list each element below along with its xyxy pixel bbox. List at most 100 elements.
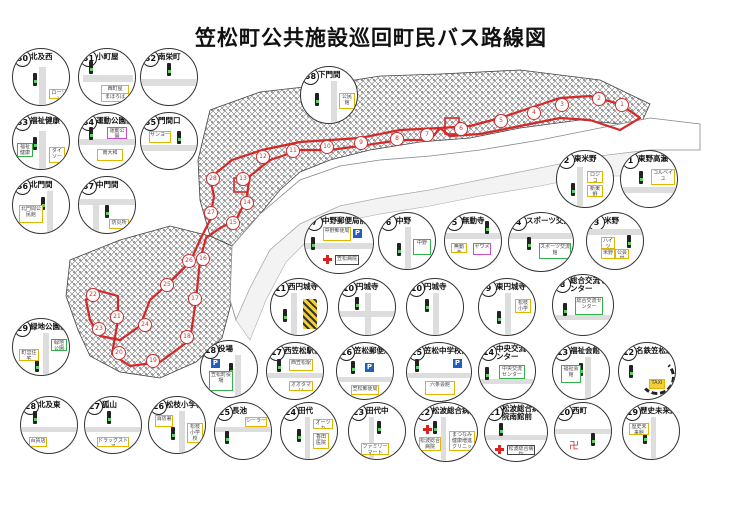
building-label: シーラー <box>245 417 267 427</box>
bus-stop-sign-icon <box>571 183 575 196</box>
route-marker: 26 <box>182 254 196 268</box>
bus-stop-sign-icon <box>497 311 501 324</box>
parking-icon: P <box>365 363 374 372</box>
building-label: ロジコ <box>587 171 603 183</box>
building-label: ローソン <box>49 89 69 99</box>
stop-name: 無動寺 <box>462 216 485 225</box>
stop-number: 36 <box>14 178 31 195</box>
building-label: 緑地公園 <box>51 339 67 351</box>
stop-name: 東円城寺 <box>496 282 526 291</box>
bus-stop-sign-icon <box>377 421 381 434</box>
bus-stop-sign-icon <box>89 61 93 74</box>
route-marker: 24 <box>138 318 152 332</box>
building-label: オーツカ <box>313 419 333 429</box>
stop-number: 28 <box>22 398 39 415</box>
stop-number: 21 <box>486 404 503 421</box>
building-label: まほろば <box>101 93 129 102</box>
stop-number: 13 <box>554 344 571 361</box>
stop-name: 福祉健康センター <box>30 116 69 125</box>
route-marker: 15 <box>226 216 240 230</box>
stop-name: 米野 <box>604 216 619 225</box>
route-marker: 13 <box>236 172 250 186</box>
stop-name: 下門間 <box>318 70 341 79</box>
stop-number: 8 <box>554 276 571 293</box>
bus-stop-sign-icon <box>33 73 37 86</box>
bus-stop-sign-icon <box>225 431 229 444</box>
route-marker: 1 <box>615 98 629 112</box>
building-label: 香田医院 <box>313 433 329 449</box>
building-label: 米野 <box>601 249 615 259</box>
building-label: 松枝小学校 <box>515 299 531 313</box>
bus-stop-sign-icon <box>639 171 643 184</box>
bus-stop-sign-icon <box>643 431 647 444</box>
stop-name: スポーツ交流館前 <box>526 216 573 225</box>
stop-19: 19 歴史未来館前 歴史未来館 <box>622 402 680 460</box>
stop-name: 名鉄笠松駅前 <box>636 346 675 355</box>
building-label: 笠松町役場 <box>209 371 233 391</box>
stop-14: 14 中央交流センター 中央交流センター <box>478 342 536 400</box>
stop-number: 32 <box>142 50 159 67</box>
bus-stop-sign-icon <box>397 243 401 256</box>
route-marker: 10 <box>320 140 334 154</box>
bus-stop-sign-icon <box>629 365 633 378</box>
stop-name: 円城寺 <box>356 282 379 291</box>
route-marker: 27 <box>204 206 218 220</box>
bus-stop-sign-icon <box>35 359 39 372</box>
bus-stop-sign-icon <box>627 235 631 248</box>
building-label: 総合交流センター <box>575 297 603 315</box>
route-marker: 2 <box>592 92 606 106</box>
stop-name: 役場 <box>218 344 233 353</box>
route-marker: 19 <box>146 354 160 368</box>
bus-stop-sign-icon <box>315 93 319 106</box>
building-label: 百貨店 <box>29 437 47 447</box>
building-label: スポーツ交流館 <box>539 243 571 259</box>
stop-number: 1 <box>622 152 639 169</box>
route-marker: 4 <box>527 106 541 120</box>
stop-number: 34 <box>80 114 97 131</box>
stop-name: 門間口 <box>158 116 181 125</box>
stop-name: 長池 <box>232 406 247 415</box>
bus-stop-sign-icon <box>297 429 301 442</box>
building-label: ハイツ <box>601 237 615 249</box>
stop-25: 25 長池 シーラー <box>214 402 272 460</box>
stop-name: 歴史未来館前 <box>640 406 679 415</box>
stop-number: 4 <box>510 214 527 231</box>
stop-17: 17 西笠松駅前 西笠松駅 オオタマリ <box>266 342 324 400</box>
stop-name: 円城寺 <box>424 282 447 291</box>
bus-stop-sign-icon <box>499 423 503 436</box>
stop-36: 36 北門間 北門間公民館 <box>12 176 70 234</box>
stop-26: 26 松枝小学校前 消防署 松枝小学校 <box>148 396 206 454</box>
stop-number: 23 <box>350 404 367 421</box>
stop-34: 34 運動公園前 運動公園 南大和 <box>78 112 136 170</box>
stop-number: 6 <box>380 214 397 231</box>
stop-name: 田代 <box>298 406 313 415</box>
parking-icon: P <box>453 359 462 368</box>
building-label: まつなみ健康増進クリニック <box>449 431 475 451</box>
bus-stop-sign-icon <box>485 367 489 380</box>
stop-12: 12 名鉄笠松駅前 TAXI <box>618 342 676 400</box>
stop-22: 22 松波総合病院前 松波総合病院 まつなみ健康増進クリニック <box>414 402 478 462</box>
route-marker: 22 <box>86 288 100 302</box>
bus-stop-sign-icon <box>425 299 429 312</box>
building-label: オオタマリ <box>289 381 313 391</box>
stop-number: 30 <box>14 50 31 67</box>
building-label: ファミリーマート <box>361 443 389 455</box>
stop-number: 12 <box>620 344 637 361</box>
building-label: 無動寺 <box>451 243 467 253</box>
stop-number: 18 <box>202 342 219 359</box>
building-label: ドラッグストア <box>97 437 129 447</box>
stop-number: 17 <box>268 344 285 361</box>
stop-number: 19 <box>624 404 641 421</box>
route-marker: 5 <box>494 114 508 128</box>
building-label: 北門間公民館 <box>19 205 43 223</box>
stop-name: 南栄町 <box>158 52 181 61</box>
route-marker: 25 <box>160 278 174 292</box>
building-label: ダイソー <box>49 147 65 163</box>
stop-number: 9 <box>480 280 497 297</box>
route-marker: 9 <box>354 136 368 150</box>
route-marker: 17 <box>188 292 202 306</box>
route-marker: 21 <box>110 310 124 324</box>
building-label: コルベイユ <box>651 169 675 185</box>
stop-name: 中野郵便局前 <box>322 216 367 225</box>
stop-6: 6 中野 中野 <box>378 212 436 270</box>
